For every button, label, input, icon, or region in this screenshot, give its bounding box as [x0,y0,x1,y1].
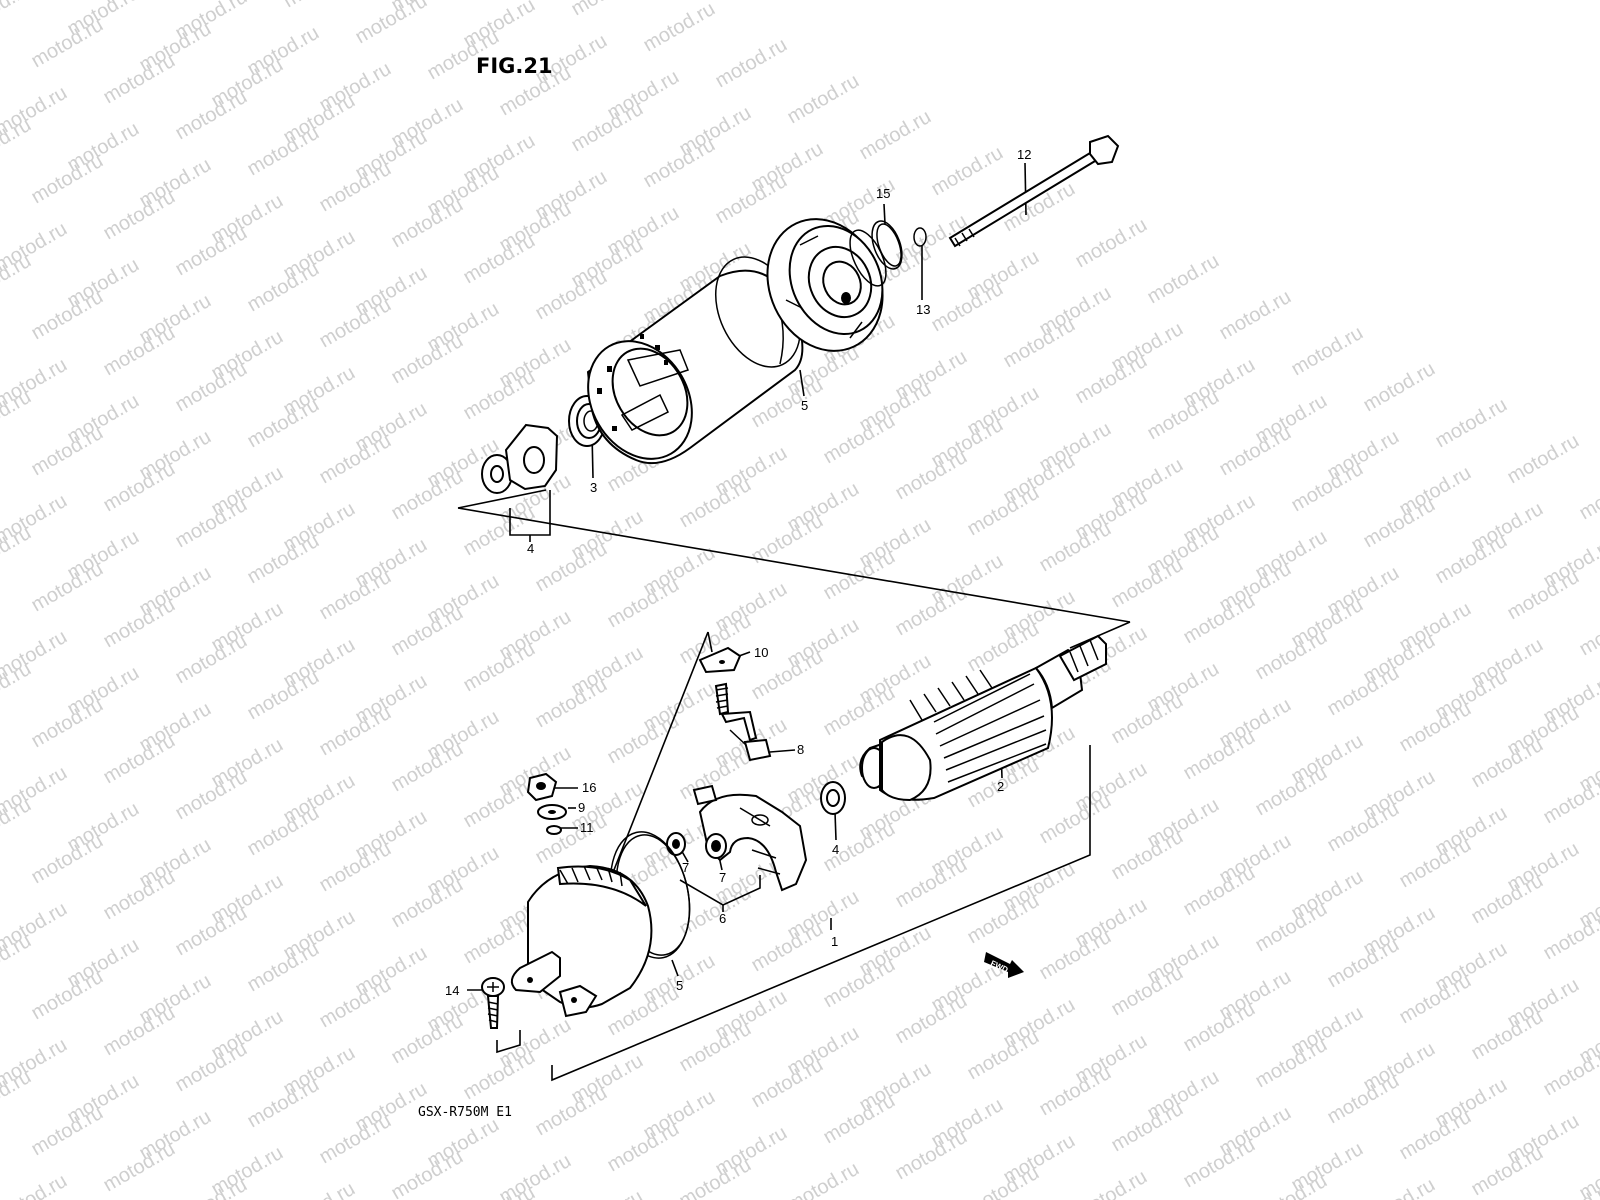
figure-title: FIG.21 [476,54,553,78]
callout-10: 10 [754,645,768,660]
callout-14: 14 [445,983,459,998]
callout-6: 6 [719,911,726,926]
through-bolt-12 [948,134,1120,248]
starter-housing [586,269,804,464]
washer-4-lower [820,781,846,815]
callout-9: 9 [578,800,585,815]
armature-2 [859,634,1107,802]
brush-holder [692,784,808,892]
screw-14 [481,977,505,1029]
end-cover [766,218,887,352]
callout-13: 13 [916,302,930,317]
callout-5-lower: 5 [676,978,683,993]
fwd-label: FWD [989,959,1010,975]
brush-8 [714,682,772,762]
model-code: GSX-R750M E1 [418,1105,512,1120]
o-ring-13 [913,227,927,247]
callout-4-upper: 4 [527,541,534,556]
washer-4-upper-b [504,423,559,491]
spring-7-a [666,832,686,856]
callout-1: 1 [831,934,838,949]
washer-11 [546,825,562,835]
callout-2: 2 [997,779,1004,794]
callout-16: 16 [582,780,596,795]
callout-11: 11 [580,820,594,835]
callout-15: 15 [876,186,890,201]
callout-7-a: 7 [682,860,689,875]
washer-9 [537,804,567,820]
callout-12: 12 [1017,147,1031,162]
nut-16 [526,772,558,802]
callout-8: 8 [797,742,804,757]
callout-5-upper: 5 [801,398,808,413]
callout-labels: 1 2 3 4 4 5 5 6 7 7 8 9 10 11 12 13 14 1… [445,147,1031,998]
spring-7-b [705,833,727,859]
terminal-10 [698,646,742,674]
o-ring-15 [871,220,903,270]
callout-3: 3 [590,480,597,495]
callout-4-lower: 4 [832,842,839,857]
rear-cover [510,864,653,1018]
fwd-direction-badge: FWD [984,952,1024,978]
washer-4-upper-a [481,454,513,494]
callout-7-b: 7 [719,870,726,885]
